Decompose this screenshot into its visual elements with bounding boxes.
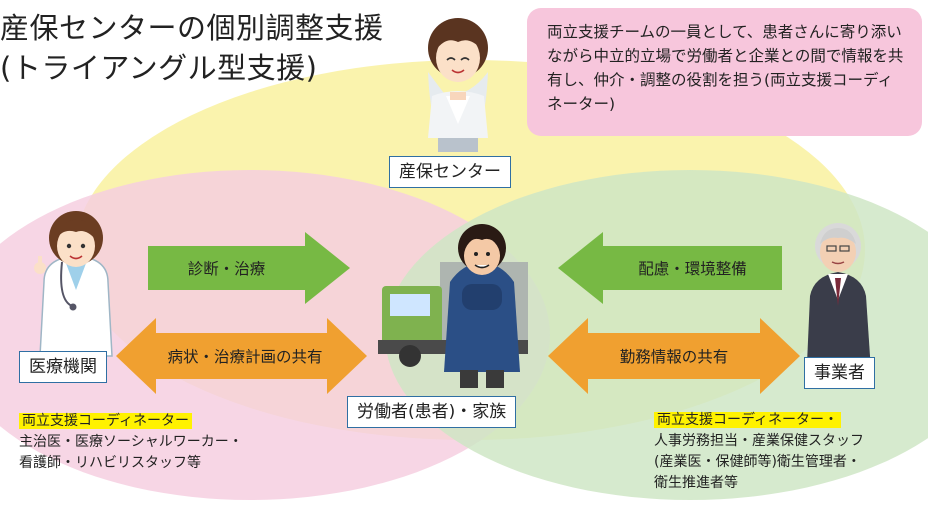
condition-share-arrow (116, 318, 367, 394)
right-note-line-2: (産業医・保健師等)衛生管理者・ (654, 454, 861, 470)
left-note-line-2: 看護師・リハビリスタッフ等 (19, 455, 201, 471)
right-note-line-1: 人事労務担当・産業保健スタッフ (654, 433, 864, 449)
title-line-2: (トライアングル型支援) (0, 51, 318, 85)
work-info-share-label: 勤務情報の共有 (619, 348, 729, 366)
worker-truck-icon (378, 224, 528, 388)
page-title: 産保センターの個別調整支援 (トライアングル型支援) (0, 8, 384, 88)
condition-share-label: 病状・治療計画の共有 (167, 348, 323, 366)
diagnosis-label: 診断・治療 (187, 260, 266, 278)
title-line-1: 産保センターの個別調整支援 (0, 11, 384, 45)
left-note-heading: 両立支援コーディネーター (19, 413, 193, 429)
right-note-line-3: 衛生推進者等 (654, 475, 738, 491)
center-label: 産保センター (389, 156, 511, 188)
left-note: 両立支援コーディネーター 主治医・医療ソーシャルワーカー・ 看護師・リハビリスタ… (19, 411, 243, 474)
consideration-arrow (558, 232, 782, 304)
consideration-label: 配慮・環境整備 (638, 260, 747, 278)
worker-label: 労働者(患者)・家族 (347, 396, 517, 428)
callout-box: 両立支援チームの一員として、患者さんに寄り添いながら中立的立場で労働者と企業との… (527, 8, 922, 136)
medical-label: 医療機関 (19, 351, 107, 383)
doctor-icon (34, 211, 113, 357)
right-note: 両立支援コーディネーター・ 人事労務担当・産業保健スタッフ (産業医・保健師等)… (654, 410, 864, 494)
left-note-line-1: 主治医・医療ソーシャルワーカー・ (19, 434, 243, 450)
right-note-heading: 両立支援コーディネーター・ (654, 412, 842, 428)
staff-woman-icon (428, 18, 488, 152)
work-info-share-arrow (548, 318, 800, 394)
diagnosis-arrow (148, 232, 350, 304)
employer-label: 事業者 (804, 357, 875, 389)
